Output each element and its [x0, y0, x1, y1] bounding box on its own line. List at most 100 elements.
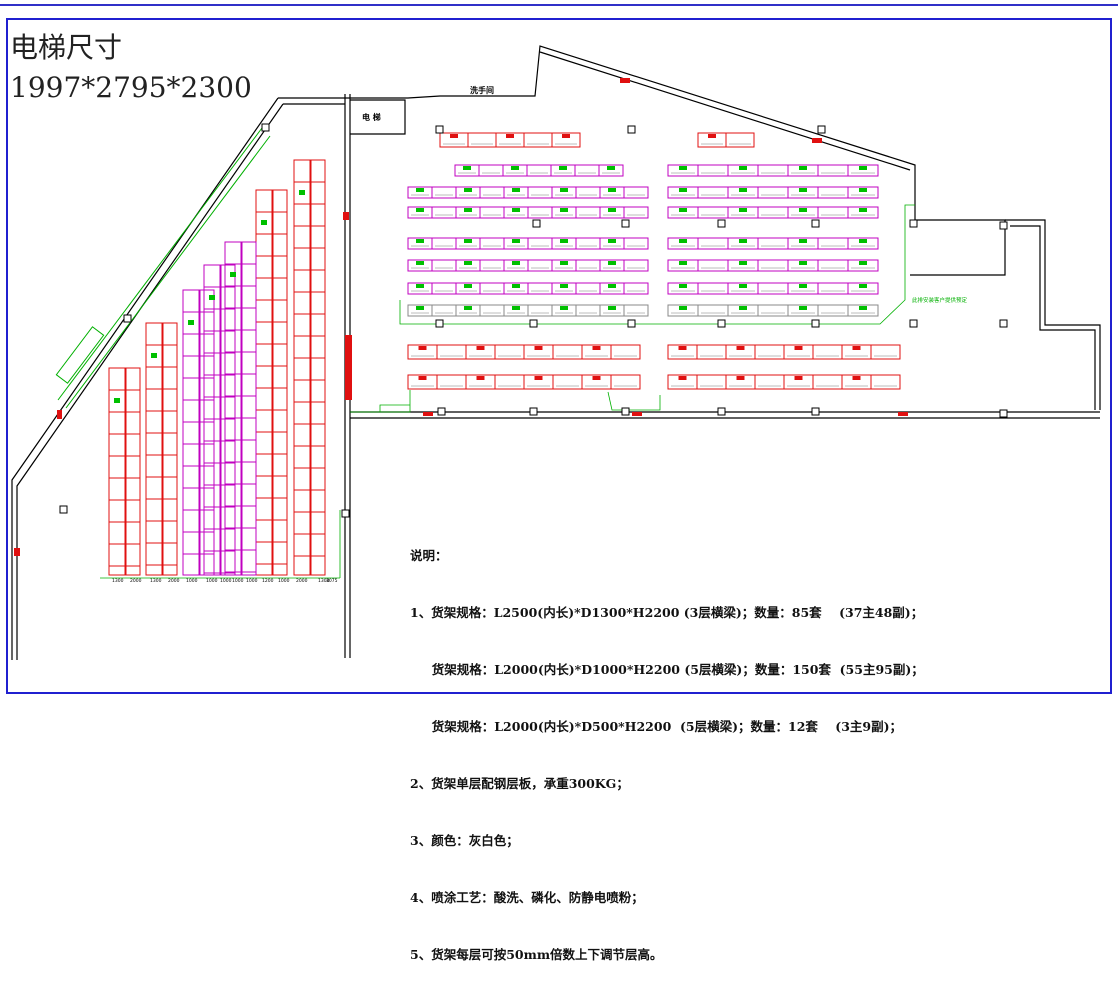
- horizontal-racks: [407, 132, 901, 390]
- rack-marker: [794, 346, 803, 350]
- rack-marker: [739, 261, 747, 265]
- rack-marker: [592, 346, 601, 350]
- column-square: [435, 125, 444, 134]
- rack-marker: [512, 284, 520, 288]
- dimension-label: 2000: [296, 578, 308, 584]
- rack-marker: [859, 166, 867, 170]
- vertical-racks-red: [108, 159, 326, 576]
- rack-marker: [859, 306, 867, 310]
- rack-marker: [739, 208, 747, 212]
- notes-heading: 说明：: [410, 548, 448, 563]
- vertical-rack: [310, 159, 326, 576]
- rack-marker: [739, 306, 747, 310]
- rack-marker: [679, 188, 687, 192]
- rack-marker: [608, 284, 616, 288]
- rack-marker: [418, 346, 427, 350]
- rack-marker: [562, 134, 570, 138]
- elevator-label: 电 梯: [362, 112, 381, 122]
- rack-marker: [450, 134, 458, 138]
- column-square: [341, 509, 350, 518]
- column-square: [621, 407, 630, 416]
- rack-marker: [261, 220, 267, 225]
- rack-marker: [464, 261, 472, 265]
- vertical-rack: [241, 241, 257, 576]
- rack-marker: [799, 239, 807, 243]
- horizontal-rack-row: [454, 164, 624, 177]
- rack-marker: [799, 261, 807, 265]
- column-square: [999, 319, 1008, 328]
- rack-marker: [559, 166, 567, 170]
- column-square: [717, 219, 726, 228]
- dimension-label: 1000: [246, 578, 258, 584]
- rack-marker: [506, 134, 514, 138]
- column-square: [817, 125, 826, 134]
- notes-line-5: 3、颜色：灰白色；: [410, 833, 519, 848]
- rack-marker: [859, 239, 867, 243]
- walls: [11, 45, 1101, 660]
- notes-line-6: 4、喷涂工艺：酸洗、磷化、防静电喷粉；: [410, 890, 644, 905]
- rack-marker: [859, 188, 867, 192]
- green-guides: [100, 204, 915, 579]
- left-rack-dim-box: [55, 326, 105, 384]
- green-note: 此排安装客户提供预定: [912, 296, 968, 304]
- vertical-rack: [293, 159, 311, 576]
- rack-marker: [859, 284, 867, 288]
- rack-marker: [230, 272, 236, 277]
- rack-marker: [416, 239, 424, 243]
- rack-marker: [534, 346, 543, 350]
- rack-marker: [678, 376, 687, 380]
- horizontal-rack-row: [667, 206, 879, 219]
- elevator-dimensions: 1997*2795*2300: [10, 71, 252, 104]
- rack-marker: [708, 134, 716, 138]
- column-square: [909, 219, 918, 228]
- column-square: [627, 319, 636, 328]
- rack-marker: [679, 166, 687, 170]
- column-square: [999, 409, 1008, 418]
- column-square: [909, 319, 918, 328]
- vertical-rack: [162, 322, 178, 576]
- rack-marker: [534, 376, 543, 380]
- dimension-label: 1300: [150, 578, 162, 584]
- rack-marker: [794, 376, 803, 380]
- rack-marker: [416, 208, 424, 212]
- rack-marker: [739, 188, 747, 192]
- rack-marker: [859, 261, 867, 265]
- column-square: [437, 407, 446, 416]
- elevator-size-title: 电梯尺寸: [10, 31, 123, 64]
- vertical-rack: [224, 241, 242, 576]
- rack-marker: [416, 306, 424, 310]
- rack-marker: [739, 239, 747, 243]
- dimension-label: 1200: [262, 578, 274, 584]
- rack-marker: [679, 284, 687, 288]
- vertical-rack: [145, 322, 163, 576]
- notes-block: 说明： 1、货架规格：L2500(内长)*D1300*H2200 (3层横梁)；…: [410, 508, 924, 983]
- rack-marker: [859, 208, 867, 212]
- horizontal-rack-row: [667, 237, 879, 250]
- washroom-label: 洗手间: [470, 85, 494, 95]
- top-rule: [0, 4, 1118, 6]
- notes-line-4: 2、货架单层配钢层板，承重300KG；: [410, 776, 629, 791]
- rack-marker: [679, 306, 687, 310]
- column-square: [529, 319, 538, 328]
- rack-marker: [799, 188, 807, 192]
- dimension-label: 2000: [168, 578, 180, 584]
- column-square: [59, 505, 68, 514]
- horizontal-rack-row: [667, 282, 879, 295]
- column-square: [999, 221, 1008, 230]
- rack-marker: [607, 166, 615, 170]
- rack-marker: [151, 353, 157, 358]
- rack-marker: [299, 190, 305, 195]
- rack-marker: [560, 306, 568, 310]
- right-wall: [1005, 219, 1101, 410]
- rack-marker: [512, 306, 520, 310]
- rack-marker: [476, 346, 485, 350]
- rack-marker: [512, 188, 520, 192]
- column-square: [435, 319, 444, 328]
- column-square: [717, 319, 726, 328]
- vertical-rack: [272, 189, 288, 576]
- column-square: [123, 314, 132, 323]
- rack-marker: [608, 208, 616, 212]
- outer-wall-left: [11, 97, 279, 660]
- rack-marker: [678, 346, 687, 350]
